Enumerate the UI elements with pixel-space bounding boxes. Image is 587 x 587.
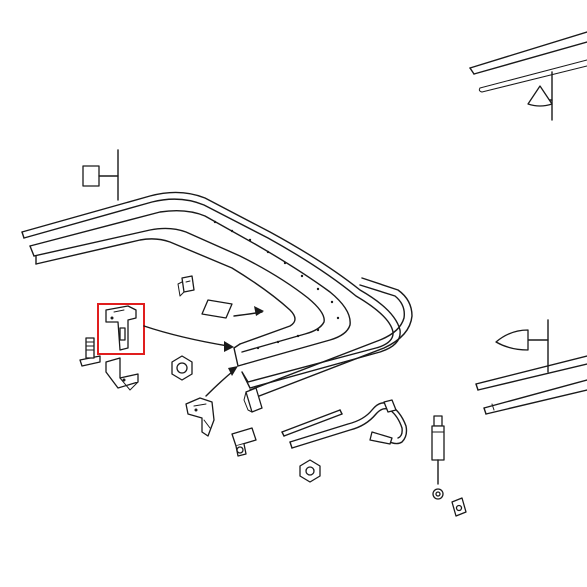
hex-nut — [171, 355, 193, 381]
square-tag-icon — [82, 165, 100, 187]
mounting-screw — [79, 337, 101, 367]
left-callout — [82, 149, 119, 201]
seal-end-piece — [243, 387, 263, 413]
gasket-pad — [201, 299, 233, 319]
hinge-bracket — [185, 397, 215, 437]
bracket-arrow-head — [224, 341, 234, 352]
hinge-arrow-head — [228, 366, 238, 376]
soft-top-frame — [21, 191, 401, 389]
square-clip — [177, 275, 195, 297]
right-side-rail — [475, 355, 587, 415]
frame-rivets — [213, 220, 340, 350]
thin-strip — [281, 409, 343, 437]
bracket-arrow — [143, 325, 229, 347]
hinge-arrow — [205, 371, 233, 397]
right-callout — [495, 319, 549, 373]
pad-arrow-head — [254, 306, 264, 316]
lock-catch — [231, 427, 257, 457]
cable-assembly — [289, 399, 408, 449]
bottom-hex-nut — [299, 459, 321, 483]
latch-bracket[interactable] — [105, 305, 137, 351]
gas-strut — [431, 415, 445, 500]
small-clip — [451, 497, 467, 517]
upper-right-rail — [469, 31, 587, 93]
highlight-box — [97, 303, 145, 355]
triangle-tag-icon — [527, 85, 553, 107]
lower-l-bracket — [105, 357, 139, 391]
arrow-tag-icon — [495, 329, 529, 351]
